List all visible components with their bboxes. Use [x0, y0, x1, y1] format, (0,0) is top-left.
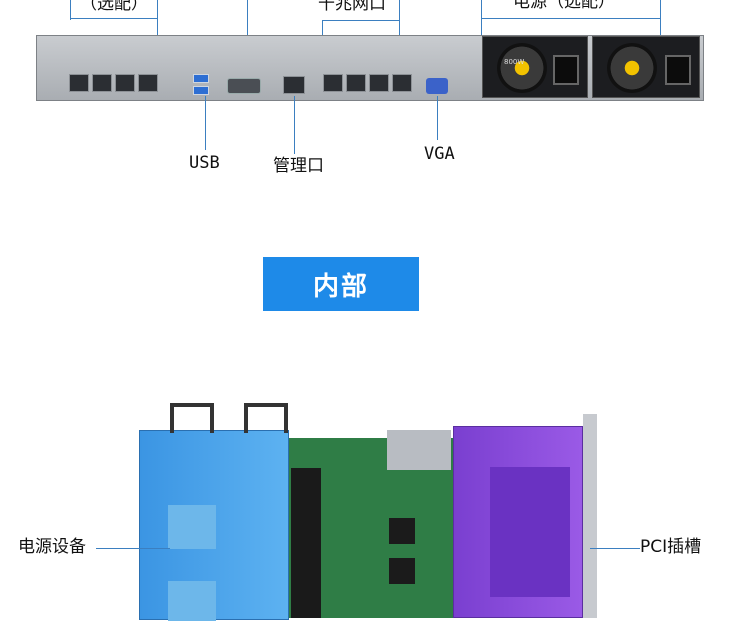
- mgmt-port-label: 管理口: [273, 156, 324, 176]
- pci-slot-label: PCI插槽: [640, 537, 702, 557]
- psu-2: [592, 36, 700, 98]
- power-optional-label: 电源（选配）: [513, 0, 615, 12]
- mgmt-port: [283, 76, 305, 94]
- usb-port-1: [193, 74, 209, 83]
- gigabit-port-3: [369, 74, 389, 92]
- power-device-label: 电源设备: [18, 537, 86, 557]
- nic-port-1: [69, 74, 89, 92]
- usb-leader: [205, 96, 206, 150]
- power-device-leader: [96, 548, 170, 549]
- psu-1-power-socket: [553, 55, 579, 85]
- internal-psu: [139, 403, 289, 621]
- gigabit-bracket: [322, 20, 400, 21]
- mgmt-leader: [294, 96, 295, 154]
- psu-vent-1: [168, 505, 216, 549]
- usb-port-2: [193, 86, 209, 95]
- psu-handle-2: [244, 403, 288, 433]
- vga-leader: [437, 96, 438, 140]
- gigabit-port-2: [346, 74, 366, 92]
- riser-inner: [490, 467, 570, 597]
- interior-photo: [137, 400, 617, 621]
- heatsink: [291, 468, 321, 618]
- psu-1: [482, 36, 588, 98]
- psu-1-fan: [497, 43, 547, 93]
- usb-label: USB: [189, 153, 220, 173]
- optional-nic-bracket: [70, 18, 158, 19]
- gigabit-port-1: [323, 74, 343, 92]
- psu-2-fan: [607, 43, 657, 93]
- optional-nic-leader-left: [70, 0, 71, 20]
- nic-port-3: [115, 74, 135, 92]
- nic-port-2: [92, 74, 112, 92]
- pci-riser: [453, 426, 583, 618]
- chassis-side: [583, 414, 597, 618]
- section-title-interior: 内部: [263, 257, 419, 311]
- chipset-2: [389, 558, 415, 584]
- gigabit-ports-label: 千兆网口: [318, 0, 386, 14]
- power-leader-right: [660, 0, 661, 40]
- gigabit-port-4: [392, 74, 412, 92]
- psu-2-power-socket: [665, 55, 691, 85]
- chipset-1: [389, 518, 415, 544]
- pci-slot-leader: [590, 548, 640, 549]
- psu-vent-2: [168, 581, 216, 621]
- optional-nic-label: （选配）: [80, 0, 148, 14]
- vga-port: [426, 78, 448, 94]
- nic-port-4: [138, 74, 158, 92]
- psu-rating-text: 800W: [504, 58, 525, 66]
- metal-bracket: [387, 430, 451, 470]
- serial-port: [227, 78, 261, 94]
- power-bracket: [481, 18, 661, 19]
- vga-label: VGA: [424, 144, 455, 164]
- power-leader-left: [481, 0, 482, 40]
- psu-handle-1: [170, 403, 214, 433]
